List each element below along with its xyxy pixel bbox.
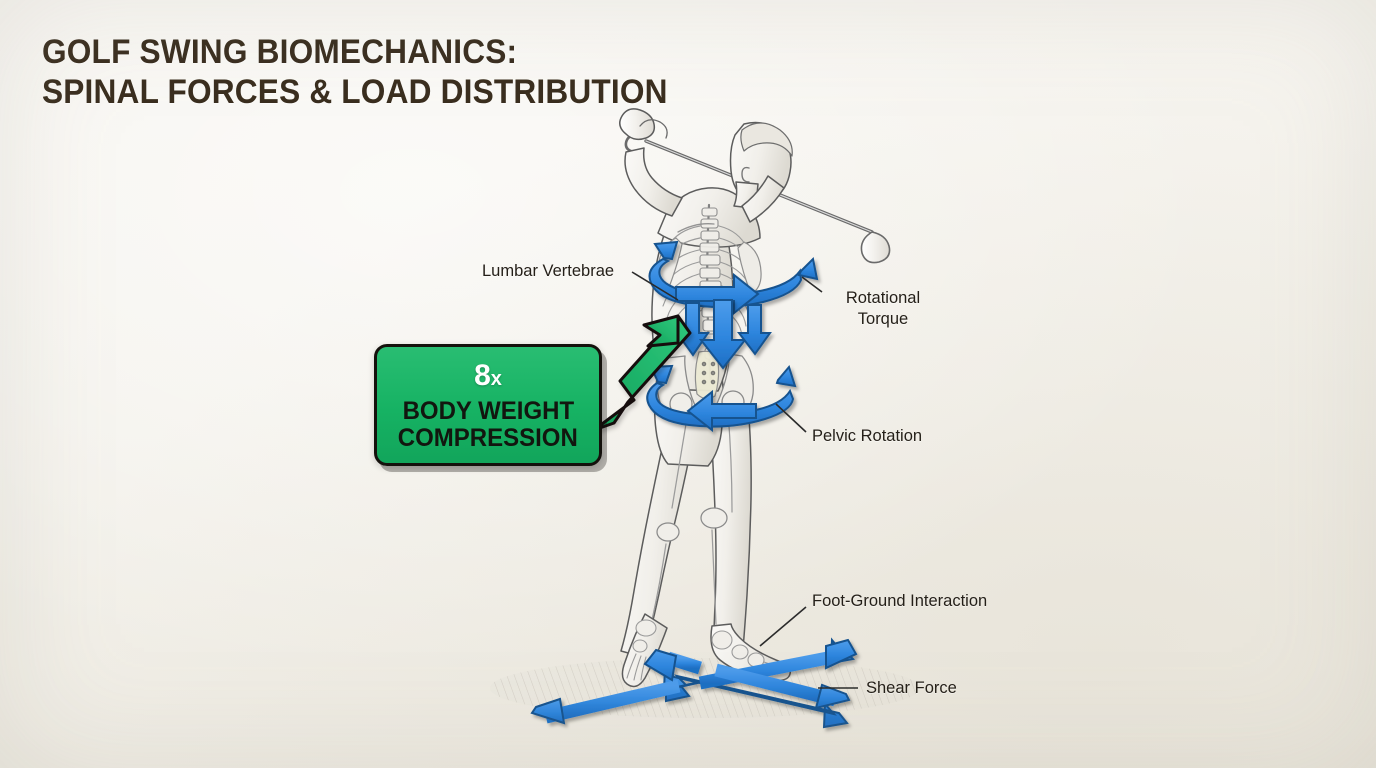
callout-multiplier: 8x — [474, 358, 502, 394]
leader-pelvic-rotation — [775, 403, 807, 433]
hands — [619, 108, 668, 141]
skeleton-legs — [651, 411, 733, 625]
callout-text-line-1: BODY WEIGHT — [402, 396, 574, 425]
compression-arrow-right — [736, 304, 772, 356]
compression-arrow-center — [698, 299, 748, 370]
ground-reaction-arrows — [530, 637, 858, 729]
golfer-figure — [619, 108, 891, 688]
compression-callout[interactable]: 8x BODY WEIGHT COMPRESSION — [374, 344, 602, 466]
hair — [740, 122, 793, 157]
trail-arm-upper — [624, 147, 683, 217]
callout-multiplier-unit: x — [490, 367, 502, 390]
leader-rotational-torque — [801, 276, 823, 293]
leader-lumbar — [631, 271, 679, 301]
callout-text-line-2: COMPRESSION — [397, 423, 579, 452]
leader-foot-ground — [759, 606, 807, 647]
shear-arrow-nw-se — [662, 665, 849, 729]
ear — [741, 166, 750, 183]
title-line-1: GOLF SWING BIOMECHANICS: — [42, 33, 518, 71]
label-rotational-torque: Rotational Torque — [845, 289, 921, 328]
shoulder-rotation-arrow — [648, 240, 819, 316]
leader-lines — [631, 271, 858, 689]
pelvic-rotation-arrow — [646, 364, 797, 433]
label-foot-ground-interaction: Foot-Ground Interaction — [812, 592, 988, 610]
lead-arm-upper — [741, 175, 785, 223]
label-shear-force: Shear Force — [866, 679, 957, 697]
label-lumbar-vertebrae: Lumbar Vertebrae — [482, 262, 615, 280]
label-pelvic-rotation: Pelvic Rotation — [812, 427, 923, 445]
page-title: GOLF SWING BIOMECHANICS: SPINAL FORCES &… — [42, 32, 802, 112]
callout-multiplier-value: 8 — [474, 358, 491, 392]
title-line-2: SPINAL FORCES & LOAD DISTRIBUTION — [42, 73, 668, 111]
callout-pointer-arrow — [592, 314, 692, 432]
